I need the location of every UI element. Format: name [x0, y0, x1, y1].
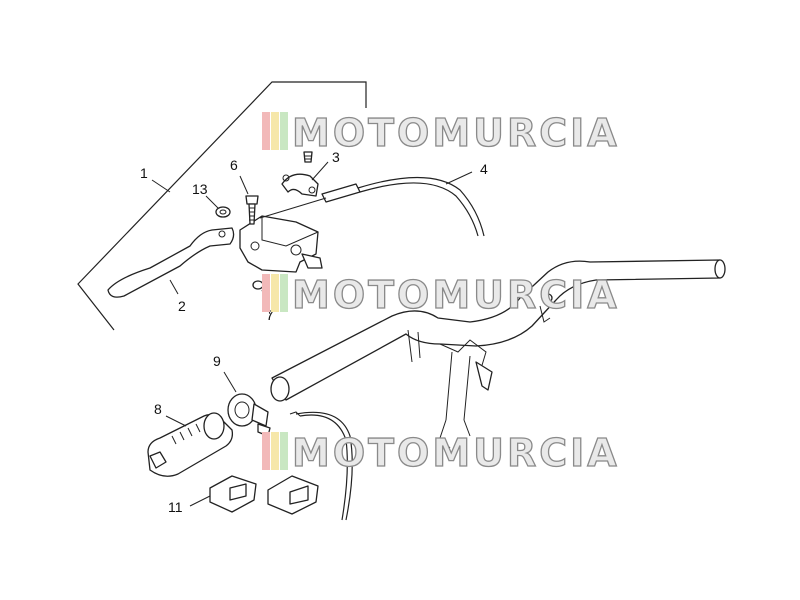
group-bracket	[77, 81, 367, 331]
part-label-2: 2	[178, 298, 186, 314]
watermark-text: MOTOMURCIA	[292, 111, 620, 155]
throttle-pulley	[227, 393, 271, 437]
switch-left	[209, 475, 257, 513]
lever-pin	[215, 206, 231, 218]
part-label-13: 13	[192, 181, 208, 197]
part-label-8: 8	[154, 401, 162, 417]
part-label-1: 1	[140, 165, 148, 181]
watermark-stripe-yellow	[271, 432, 279, 470]
part-label-4: 4	[480, 161, 488, 177]
part-label-11: 11	[168, 499, 183, 515]
switch-right	[267, 475, 319, 515]
watermark-text: MOTOMURCIA	[292, 431, 620, 475]
watermark-text: MOTOMURCIA	[292, 273, 620, 317]
watermark-3: MOTOMURCIA	[262, 430, 620, 476]
watermark-stripe-green	[280, 112, 288, 150]
throttle-grip	[147, 412, 234, 477]
watermark-stripe-red	[262, 432, 270, 470]
part-label-9: 9	[213, 353, 221, 369]
pivot-bolt	[252, 280, 264, 290]
throttle-cable	[289, 411, 353, 521]
brake-lever	[107, 227, 235, 298]
part-label-3: 3	[332, 149, 340, 165]
clamp	[281, 151, 319, 197]
brake-cable	[259, 176, 485, 237]
watermark-stripe-green	[280, 274, 288, 312]
watermark-stripe-red	[262, 112, 270, 150]
watermark-stripe-yellow	[271, 112, 279, 150]
watermark-stripe-green	[280, 432, 288, 470]
handlebar	[270, 259, 726, 449]
part-label-6: 6	[230, 157, 238, 173]
lever-bracket	[239, 215, 323, 273]
screw	[245, 195, 259, 225]
watermark-2: MOTOMURCIA	[262, 272, 620, 318]
watermark-stripe-red	[262, 274, 270, 312]
part-label-7: 7	[266, 307, 274, 323]
watermark-1: MOTOMURCIA	[262, 110, 620, 156]
leader-lines	[151, 161, 473, 507]
watermark-stripe-yellow	[271, 274, 279, 312]
